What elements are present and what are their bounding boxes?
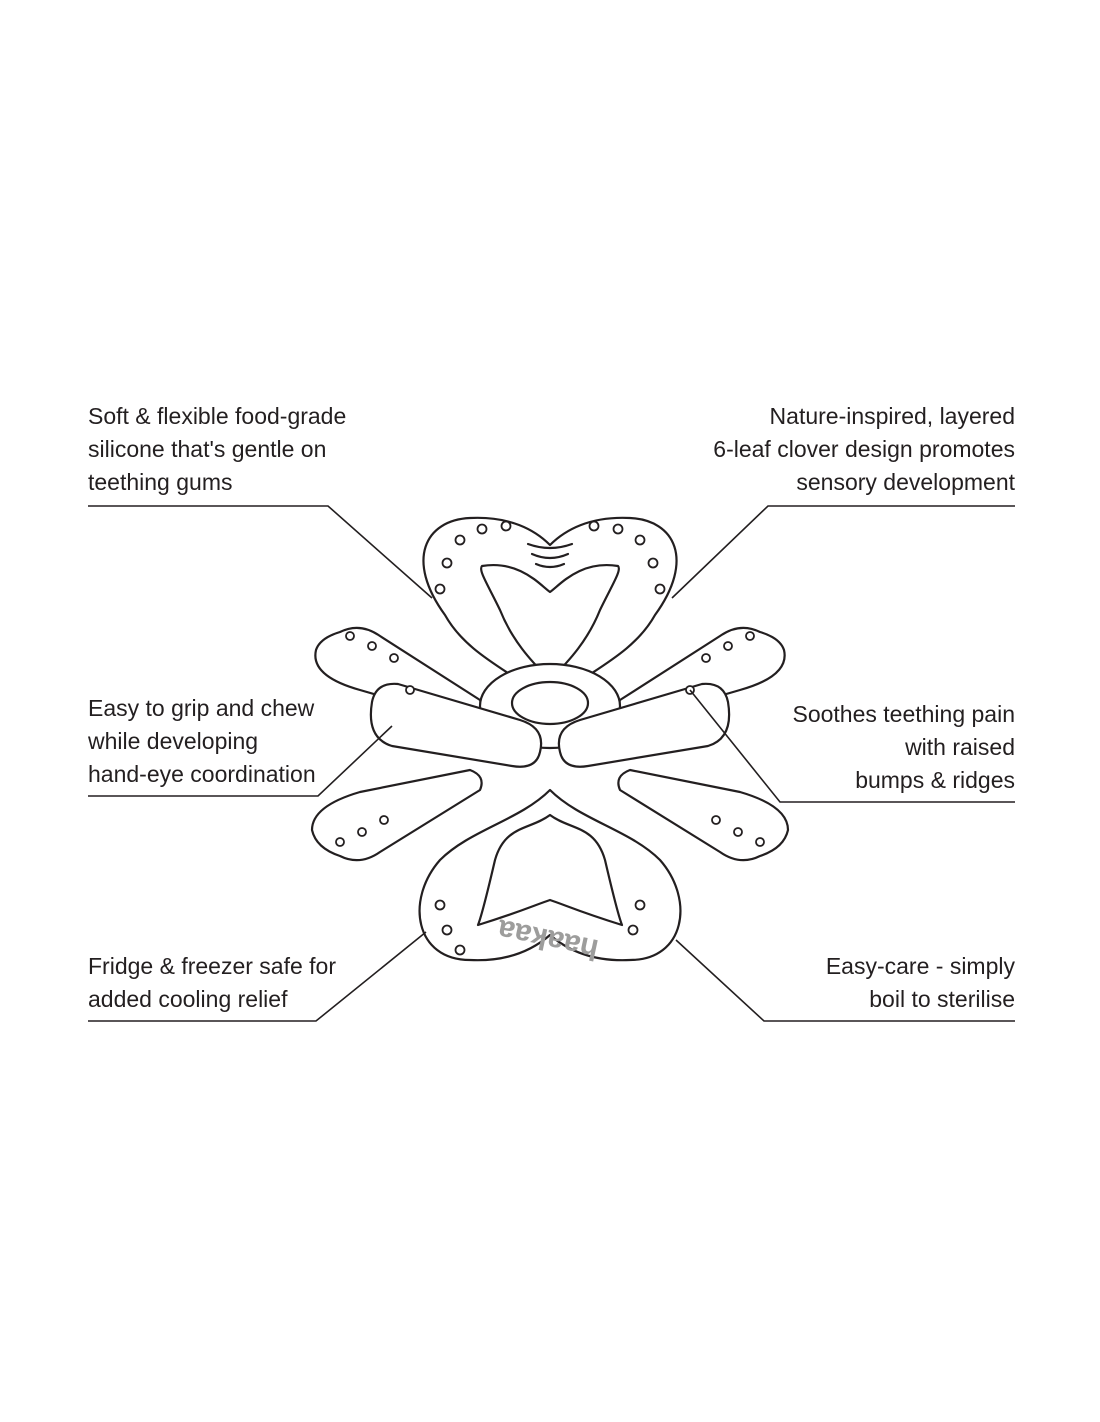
leader-line-top-right xyxy=(671,505,1015,599)
leader-line-mid-right xyxy=(689,689,1015,803)
top-heart-leaf xyxy=(422,516,678,708)
leader-line-bottom-right xyxy=(675,939,1015,1022)
front-arm-left xyxy=(369,682,543,768)
feature-soft-silicone: Soft & flexible food-grade silicone that… xyxy=(88,403,347,495)
feature-fridge-safe: Fridge & freezer safe for added cooling … xyxy=(88,953,336,1012)
leader-lines xyxy=(88,505,1015,1022)
feature-easy-care: Easy-care - simply boil to sterilise xyxy=(825,953,1015,1012)
front-arm-right xyxy=(557,682,731,768)
feature-clover-design: Nature-inspired, layered 6-leaf clover d… xyxy=(713,403,1015,495)
leader-line-mid-left xyxy=(88,725,393,797)
back-arm-lower-right xyxy=(617,768,790,862)
back-arm-lower-left xyxy=(310,768,483,862)
bottom-heart-leaf xyxy=(418,788,682,962)
feature-easy-grip: Easy to grip and chew while developing h… xyxy=(88,695,316,787)
raised-bumps xyxy=(335,520,765,956)
feature-soothes-pain: Soothes teething pain with raised bumps … xyxy=(792,701,1015,793)
leader-line-top-left xyxy=(88,505,433,599)
leader-line-bottom-left xyxy=(88,931,427,1022)
